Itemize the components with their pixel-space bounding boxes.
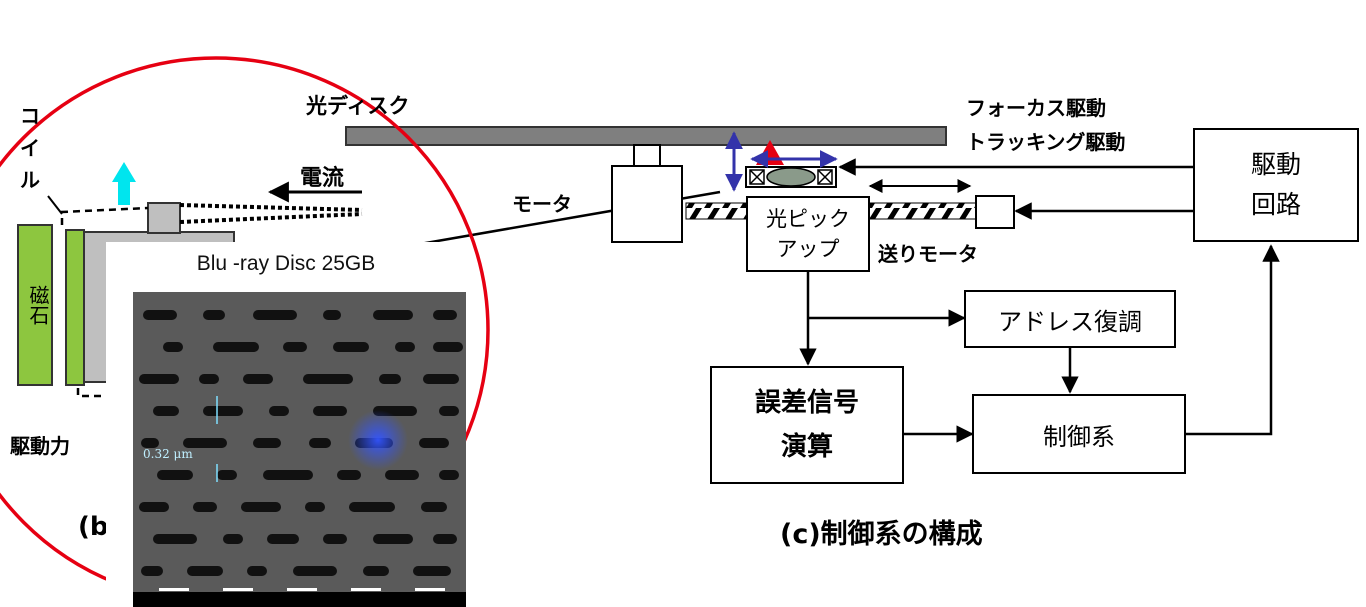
track-pitch-label: 0.32 μm bbox=[143, 447, 193, 461]
magnet-block-outer bbox=[17, 224, 53, 386]
drive-circuit-line-1: 駆動 bbox=[1250, 150, 1301, 179]
optical-pickup-line-1: 光ピック bbox=[766, 207, 850, 231]
spindle-motor-box bbox=[611, 165, 683, 243]
address-demod-block: アドレス復調 bbox=[964, 290, 1176, 348]
beam-dashed-cone bbox=[179, 203, 363, 224]
control-to-drive-arrow bbox=[1186, 244, 1280, 436]
feed-motor-label: 送りモータ bbox=[878, 242, 978, 266]
coil-char-3: ル bbox=[20, 168, 40, 192]
objective-lens bbox=[766, 167, 816, 187]
up-arrow-cyan bbox=[112, 162, 136, 205]
caption-c: (c)制御系の構成 bbox=[780, 519, 983, 550]
current-label: 電流 bbox=[300, 166, 345, 191]
error-signal-block: 誤差信号 演算 bbox=[710, 366, 904, 484]
driving-force-label: 駆動力 bbox=[10, 434, 70, 458]
coil-dashed-outline bbox=[60, 206, 149, 398]
drive-circuit-block: 駆動 回路 bbox=[1193, 128, 1359, 242]
coil-char-2: イ bbox=[20, 136, 40, 160]
optical-pickup-block: 光ピック アップ bbox=[746, 196, 870, 272]
error-signal-line-1: 誤差信号 bbox=[754, 388, 859, 418]
optical-disk-label: 光ディスク bbox=[306, 94, 410, 118]
error-signal-line-2: 演算 bbox=[780, 432, 833, 462]
actuator-top-block bbox=[147, 202, 181, 234]
sem-image-title: Blu -ray Disc 25GB bbox=[196, 252, 376, 275]
coil-pointer-line bbox=[47, 195, 63, 215]
control-system-label: 制御系 bbox=[1043, 422, 1115, 451]
focus-drive-label: フォーカス駆動 bbox=[966, 96, 1106, 120]
optical-disk bbox=[345, 126, 947, 146]
sem-image-panel: Blu -ray Disc 25GB 0.32 μm bbox=[106, 242, 466, 607]
coil-char-1: コ bbox=[20, 104, 40, 128]
spindle bbox=[633, 144, 661, 168]
control-system-block: 制御系 bbox=[972, 394, 1186, 474]
feed-motor-box bbox=[975, 195, 1015, 229]
motor-label: モータ bbox=[512, 192, 572, 216]
pit-rows bbox=[139, 310, 463, 576]
optical-pickup-line-2: アップ bbox=[776, 237, 840, 261]
magnet-block-inner bbox=[65, 229, 85, 386]
sem-micrograph bbox=[133, 292, 466, 607]
coil-label: コ イ ル bbox=[18, 100, 42, 196]
drive-circuit-line-2: 回路 bbox=[1250, 190, 1301, 219]
tracking-drive-label: トラッキング駆動 bbox=[966, 130, 1126, 154]
laser-spot bbox=[348, 410, 408, 470]
address-demod-label: アドレス復調 bbox=[998, 307, 1142, 336]
magnet-label: 磁石 bbox=[26, 285, 50, 325]
